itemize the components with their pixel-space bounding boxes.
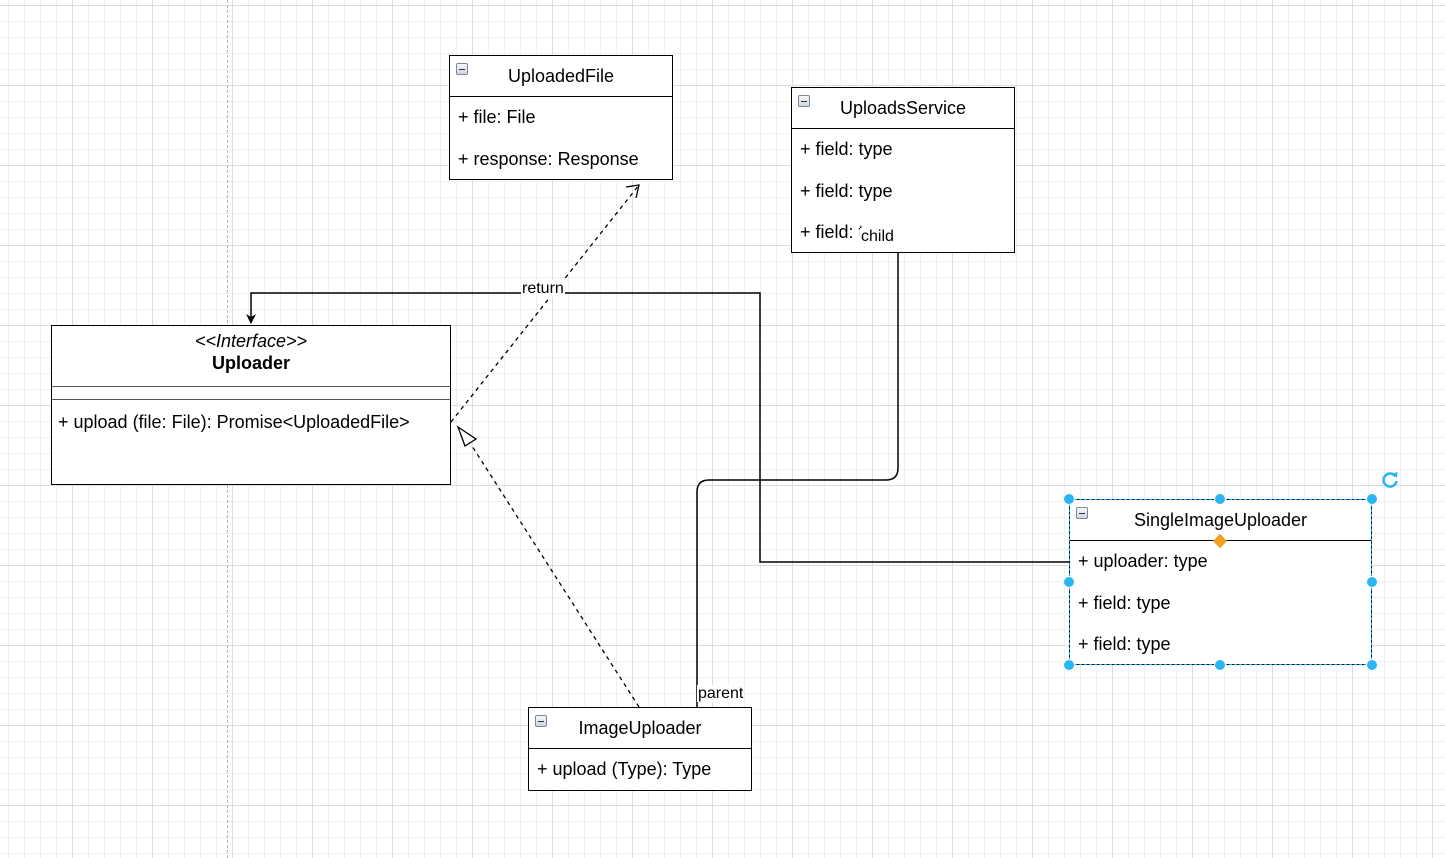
resize-handle-bottom[interactable] — [1214, 659, 1226, 671]
attribute-row[interactable]: + uploader: type — [1078, 551, 1208, 571]
operation-row[interactable]: + upload (file: File): Promise<UploadedF… — [58, 412, 410, 432]
attribute-row[interactable]: + response: Response — [458, 148, 639, 169]
divider — [52, 386, 450, 387]
interface-name: Uploader — [211, 353, 290, 373]
class-name: UploadedFile — [507, 66, 615, 86]
collapse-icon[interactable] — [456, 63, 468, 75]
collapse-icon[interactable] — [1076, 507, 1088, 519]
class-name: SingleImageUploader — [1133, 510, 1308, 530]
class-header: UploadedFile — [450, 56, 672, 97]
class-imageuploader[interactable]: ImageUploader + upload (Type): Type — [528, 707, 752, 791]
resize-handle-bottom-left[interactable] — [1063, 659, 1075, 671]
collapse-icon[interactable] — [798, 95, 810, 107]
attribute-row[interactable]: + file: File — [458, 107, 536, 127]
class-singleimageuploader[interactable]: SingleImageUploader + uploader: type + f… — [1069, 499, 1372, 665]
resize-handle-top-right[interactable] — [1366, 493, 1378, 505]
edge-label-child: child — [860, 228, 895, 245]
edge-dependency-arrowhead — [625, 184, 640, 199]
interface-uploader[interactable]: <<Interface>> Uploader + upload (file: F… — [51, 325, 451, 485]
resize-handle-left[interactable] — [1063, 576, 1075, 588]
class-uploadsservice[interactable]: UploadsService + field: type + field: ty… — [791, 87, 1015, 253]
attribute-row[interactable]: + field: type — [800, 139, 893, 159]
divider — [52, 399, 450, 400]
resize-handle-top[interactable] — [1214, 493, 1226, 505]
resize-handle-bottom-right[interactable] — [1366, 659, 1378, 671]
edge-realization-arrowhead — [456, 425, 478, 447]
edge-parent-child[interactable] — [696, 252, 899, 707]
class-name: UploadsService — [839, 98, 967, 118]
edge-label-return: return — [521, 280, 565, 297]
collapse-icon[interactable] — [535, 715, 547, 727]
attribute-row[interactable]: + field: type — [1078, 592, 1171, 613]
class-name: ImageUploader — [578, 718, 702, 738]
class-header: UploadsService — [792, 88, 1014, 129]
interface-stereotype: <<Interface>> — [194, 331, 308, 351]
attribute-row[interactable]: + field: type — [800, 222, 893, 242]
edge-return[interactable] — [246, 292, 1069, 563]
edge-dependency-uploadedfile[interactable] — [450, 184, 640, 423]
rotate-icon[interactable] — [1380, 470, 1400, 490]
attribute-row[interactable]: + upload (Type): Type — [537, 759, 712, 779]
attribute-row[interactable]: + field: type — [1078, 634, 1171, 654]
class-header: ImageUploader — [529, 708, 751, 749]
resize-handle-top-left[interactable] — [1063, 493, 1075, 505]
edge-realization[interactable] — [471, 445, 640, 708]
class-uploadedfile[interactable]: UploadedFile + file: File + response: Re… — [449, 55, 673, 180]
attribute-row[interactable]: + field: type — [800, 180, 893, 201]
resize-handle-right[interactable] — [1366, 576, 1378, 588]
edge-label-parent: parent — [697, 685, 745, 702]
